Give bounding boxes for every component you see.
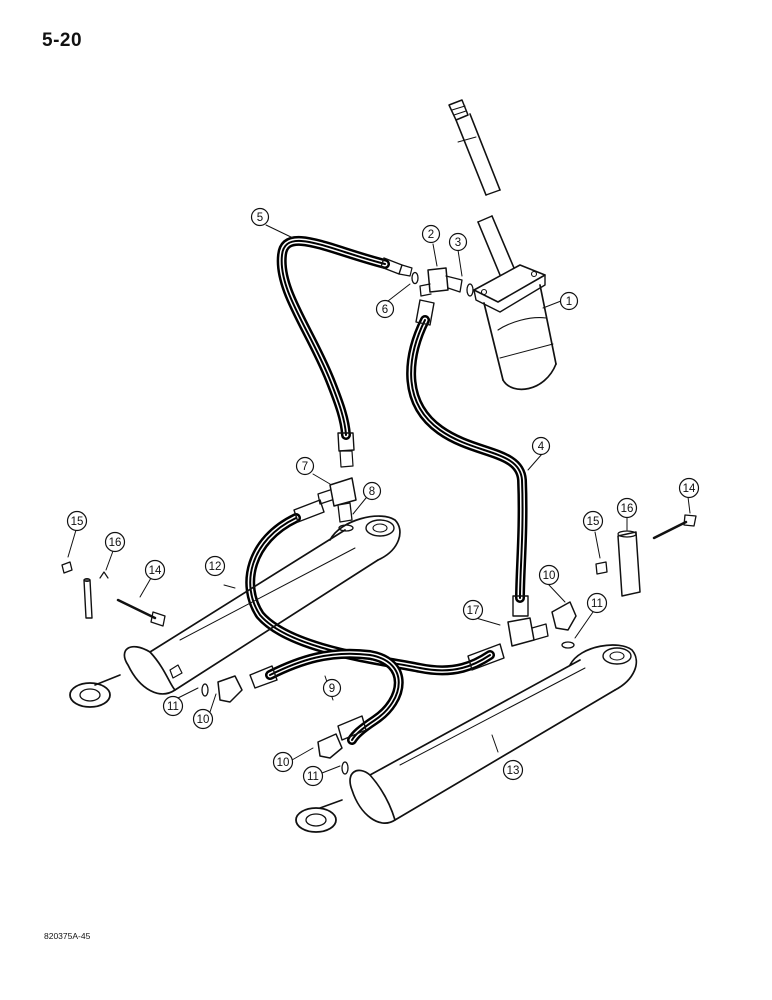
callout-c11b: 11 xyxy=(162,695,184,717)
callout-number: 2 xyxy=(428,229,434,241)
callout-circle xyxy=(104,531,126,553)
callout-c3: 3 xyxy=(448,232,468,252)
callout-c1: 1 xyxy=(559,291,579,311)
callout-number: 10 xyxy=(543,570,556,582)
callout-c11c: 11 xyxy=(302,765,324,787)
callout-c15a: 15 xyxy=(66,510,88,532)
callout-circle xyxy=(462,599,484,621)
callout-c4: 4 xyxy=(531,436,551,456)
callout-c10c: 10 xyxy=(272,751,294,773)
callout-circle xyxy=(678,477,700,499)
callout-number: 9 xyxy=(329,683,335,695)
callout-circle xyxy=(502,759,524,781)
callout-circle xyxy=(192,708,214,730)
callout-number: 16 xyxy=(109,537,122,549)
callout-c16b: 16 xyxy=(616,497,638,519)
callout-number: 13 xyxy=(507,765,520,777)
hose-crossover xyxy=(245,499,505,676)
callout-c16a: 16 xyxy=(104,531,126,553)
callout-number: 14 xyxy=(683,483,696,495)
callout-number: 11 xyxy=(307,771,319,783)
hose-4 xyxy=(406,299,529,617)
callout-number: 14 xyxy=(149,565,162,577)
callout-c5: 5 xyxy=(250,207,270,227)
callout-circle xyxy=(272,751,294,773)
callout-number: 10 xyxy=(277,757,290,769)
callout-c6: 6 xyxy=(375,299,395,319)
callout-circle xyxy=(250,207,270,227)
callout-c8: 8 xyxy=(362,481,382,501)
hose-9 xyxy=(249,648,404,745)
bolt-14-left xyxy=(116,598,166,627)
hose-5 xyxy=(276,235,413,468)
callout-circle xyxy=(295,456,315,476)
callout-number: 11 xyxy=(591,598,603,610)
callout-circle xyxy=(586,592,608,614)
callout-number: 12 xyxy=(209,561,222,573)
callout-circle xyxy=(616,497,638,519)
callout-c9: 9 xyxy=(322,678,342,698)
callout-c12: 12 xyxy=(204,555,226,577)
callout-number: 5 xyxy=(257,212,263,224)
callout-circle xyxy=(66,510,88,532)
callout-leaders xyxy=(67,224,691,774)
tee-fitting-7 xyxy=(317,477,357,532)
callout-c13: 13 xyxy=(502,759,524,781)
callout-c17: 17 xyxy=(462,599,484,621)
callout-number: 1 xyxy=(566,296,572,308)
nut-15-right xyxy=(595,561,608,575)
callout-number: 17 xyxy=(467,605,480,617)
callout-number: 15 xyxy=(587,516,600,528)
callout-circle xyxy=(162,695,184,717)
callout-number: 7 xyxy=(302,461,308,473)
callout-number: 3 xyxy=(455,237,461,249)
clip-16-left xyxy=(99,571,109,579)
steering-control-valve xyxy=(448,99,557,391)
callout-circle xyxy=(538,564,560,586)
page-number: 5-20 xyxy=(42,30,83,51)
callout-circle xyxy=(302,765,324,787)
tee-fitting-2 xyxy=(411,267,474,297)
callout-circle xyxy=(531,436,551,456)
figure-code: 820375A-45 xyxy=(44,931,91,941)
callout-circle xyxy=(582,510,604,532)
nut-15-left xyxy=(61,561,73,574)
callout-c10b: 10 xyxy=(192,708,214,730)
callout-c2: 2 xyxy=(421,224,441,244)
callout-circle xyxy=(144,559,166,581)
callout-circle xyxy=(559,291,579,311)
callout-c14a: 14 xyxy=(144,559,166,581)
callout-circle xyxy=(421,224,441,244)
callout-circle xyxy=(362,481,382,501)
cylinder-13 xyxy=(295,644,638,833)
callout-c11a: 11 xyxy=(586,592,608,614)
callout-circle xyxy=(448,232,468,252)
callout-number: 8 xyxy=(369,486,375,498)
callout-number: 15 xyxy=(71,516,84,528)
callout-number: 11 xyxy=(167,701,179,713)
pin-16-left xyxy=(83,578,93,619)
tee-fitting-17 xyxy=(507,601,577,649)
cylinder-12 xyxy=(69,515,401,708)
callout-circle xyxy=(375,299,395,319)
callout-c15b: 15 xyxy=(582,510,604,532)
callout-circle xyxy=(322,678,342,698)
callout-c7: 7 xyxy=(295,456,315,476)
callout-circle xyxy=(204,555,226,577)
callout-number: 16 xyxy=(621,503,634,515)
bolt-14-right xyxy=(652,514,697,540)
callout-c14b: 14 xyxy=(678,477,700,499)
callout-number: 4 xyxy=(538,441,545,453)
callout-number: 10 xyxy=(197,714,210,726)
pin-16-right xyxy=(617,530,641,597)
callout-c10a: 10 xyxy=(538,564,560,586)
callout-number: 6 xyxy=(382,304,388,316)
elbow-fittings xyxy=(201,675,349,775)
